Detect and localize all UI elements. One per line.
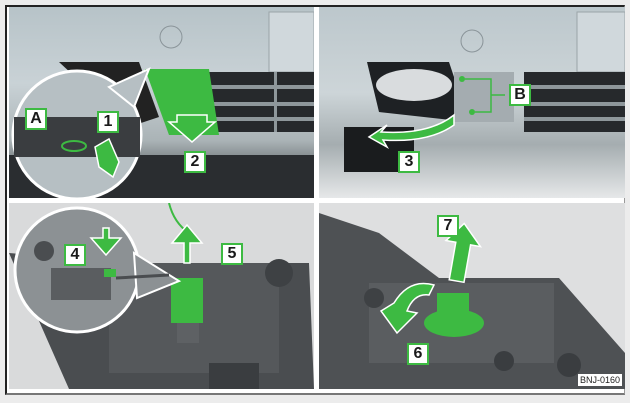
panel-top-right: B 3 bbox=[319, 7, 625, 198]
panel-top-left: A 1 2 bbox=[9, 7, 314, 198]
figure-frame: A 1 2 B 3 bbox=[5, 5, 625, 395]
label-1: 1 bbox=[97, 111, 119, 133]
label-3: 3 bbox=[398, 151, 420, 173]
panel-bottom-left: 4 5 bbox=[9, 203, 314, 389]
label-2: 2 bbox=[184, 151, 206, 173]
bulb-holder-illustration bbox=[319, 213, 625, 389]
fog-light-illustration bbox=[344, 11, 625, 172]
label-7: 7 bbox=[437, 215, 459, 237]
panel-bottom-right: 7 6 BNJ-0160 bbox=[319, 203, 625, 389]
figure-code: BNJ-0160 bbox=[577, 374, 622, 386]
bumper-illustration bbox=[9, 11, 314, 198]
label-4: 4 bbox=[64, 244, 86, 266]
label-5: 5 bbox=[221, 243, 243, 265]
label-a: A bbox=[25, 108, 47, 130]
label-6: 6 bbox=[407, 343, 429, 365]
connector-illustration bbox=[9, 203, 314, 389]
label-b: B bbox=[509, 84, 531, 106]
